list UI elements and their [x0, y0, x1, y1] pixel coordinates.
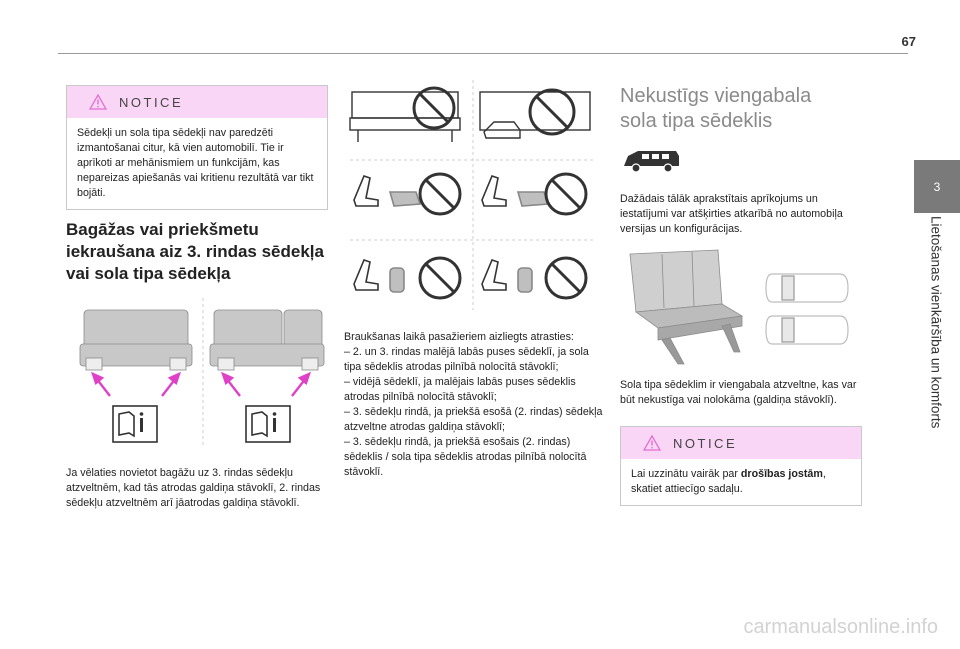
- notice-box-top: NOTICE Sēdekļi un sola tipa sēdekļi nav …: [66, 85, 328, 210]
- page-number: 67: [901, 34, 916, 49]
- no-passenger-icon: [528, 88, 576, 136]
- driving-item: – 3. sēdekļu rindā, ja priekšā esošā (2.…: [344, 406, 603, 433]
- notice-header: NOTICE: [621, 427, 861, 459]
- seats-row-third: [353, 259, 533, 293]
- section-heading-loading: Bagāžas vai priekšmetu iekraušana aiz 3.…: [66, 220, 324, 283]
- chapter-title: Lietošanas vienkāršība un komforts: [928, 216, 944, 429]
- no-passenger-icon: [412, 86, 456, 130]
- notice-box-bottom: NOTICE Lai uzzinātu vairāk par drošības …: [620, 426, 862, 506]
- notice-label: NOTICE: [673, 435, 738, 451]
- direction-arrows: [91, 371, 311, 397]
- watermark: carmanualsonline.info: [743, 616, 938, 638]
- bench-seat-illustration: [629, 249, 849, 365]
- warning-triangle-icon: [89, 94, 107, 110]
- warning-triangle-icon: [643, 435, 661, 451]
- notice-label: NOTICE: [119, 94, 184, 110]
- section-heading-bench: Nekustīgs viengabala sola tipa sēdeklis: [620, 85, 812, 132]
- bench-front-view: [349, 91, 461, 142]
- header-rule: [58, 53, 908, 54]
- seats-luggage-illustration: [79, 298, 325, 448]
- chapter-number: 3: [933, 179, 941, 194]
- bench-seat-3d: [629, 249, 744, 365]
- seats-row-second: [353, 175, 550, 207]
- vehicle-topview-icon: [765, 273, 849, 345]
- bench-side-view: [479, 91, 591, 139]
- driving-item: – vidējā sēdeklī, ja malējais labās puse…: [344, 376, 576, 403]
- vehicle-icon: [624, 151, 679, 173]
- chapter-title-block: Lietošanas vienkāršība un komforts: [916, 216, 956, 466]
- notice-header: NOTICE: [67, 86, 327, 118]
- driving-rules: Braukšanas laikā pasažieriem aizliegts a…: [344, 330, 606, 480]
- notice-text: Sēdekļi un sola tipa sēdekļi nav paredzē…: [77, 127, 314, 199]
- no-passenger-icon: [418, 172, 588, 216]
- notice-text: Lai uzzinātu vairāk par drošības jostām,…: [621, 459, 861, 505]
- seat-belts-link-text: drošības jostām: [740, 468, 823, 480]
- bench-paragraph: Sola tipa sēdeklim ir viengabala atzvelt…: [620, 379, 857, 406]
- bench-seat-right: [209, 309, 325, 371]
- driving-item: – 3. sēdekļu rindā, ja priekšā esošais (…: [344, 436, 587, 478]
- bench-intro: Dažādais tālāk aprakstītais aprīkojums u…: [620, 193, 843, 235]
- manual-book-icon: [112, 405, 158, 443]
- notice-text-suffix: , skatiet attiecīgo sadaļu.: [631, 468, 826, 495]
- driving-item: – 2. un 3. rindas malējā labās puses sēd…: [344, 346, 589, 373]
- loading-paragraph: Ja vēlaties novietot bagāžu uz 3. rindas…: [66, 467, 321, 509]
- no-passenger-icon: [418, 256, 588, 300]
- bench-seat-left: [79, 309, 193, 371]
- passenger-prohibition-illustration: [349, 80, 596, 310]
- manual-book-icon: [245, 405, 291, 443]
- driving-intro: Braukšanas laikā pasažieriem aizliegts a…: [344, 331, 574, 343]
- chapter-tab: 3: [914, 160, 960, 213]
- notice-text-prefix: Lai uzzinātu vairāk par: [631, 468, 741, 480]
